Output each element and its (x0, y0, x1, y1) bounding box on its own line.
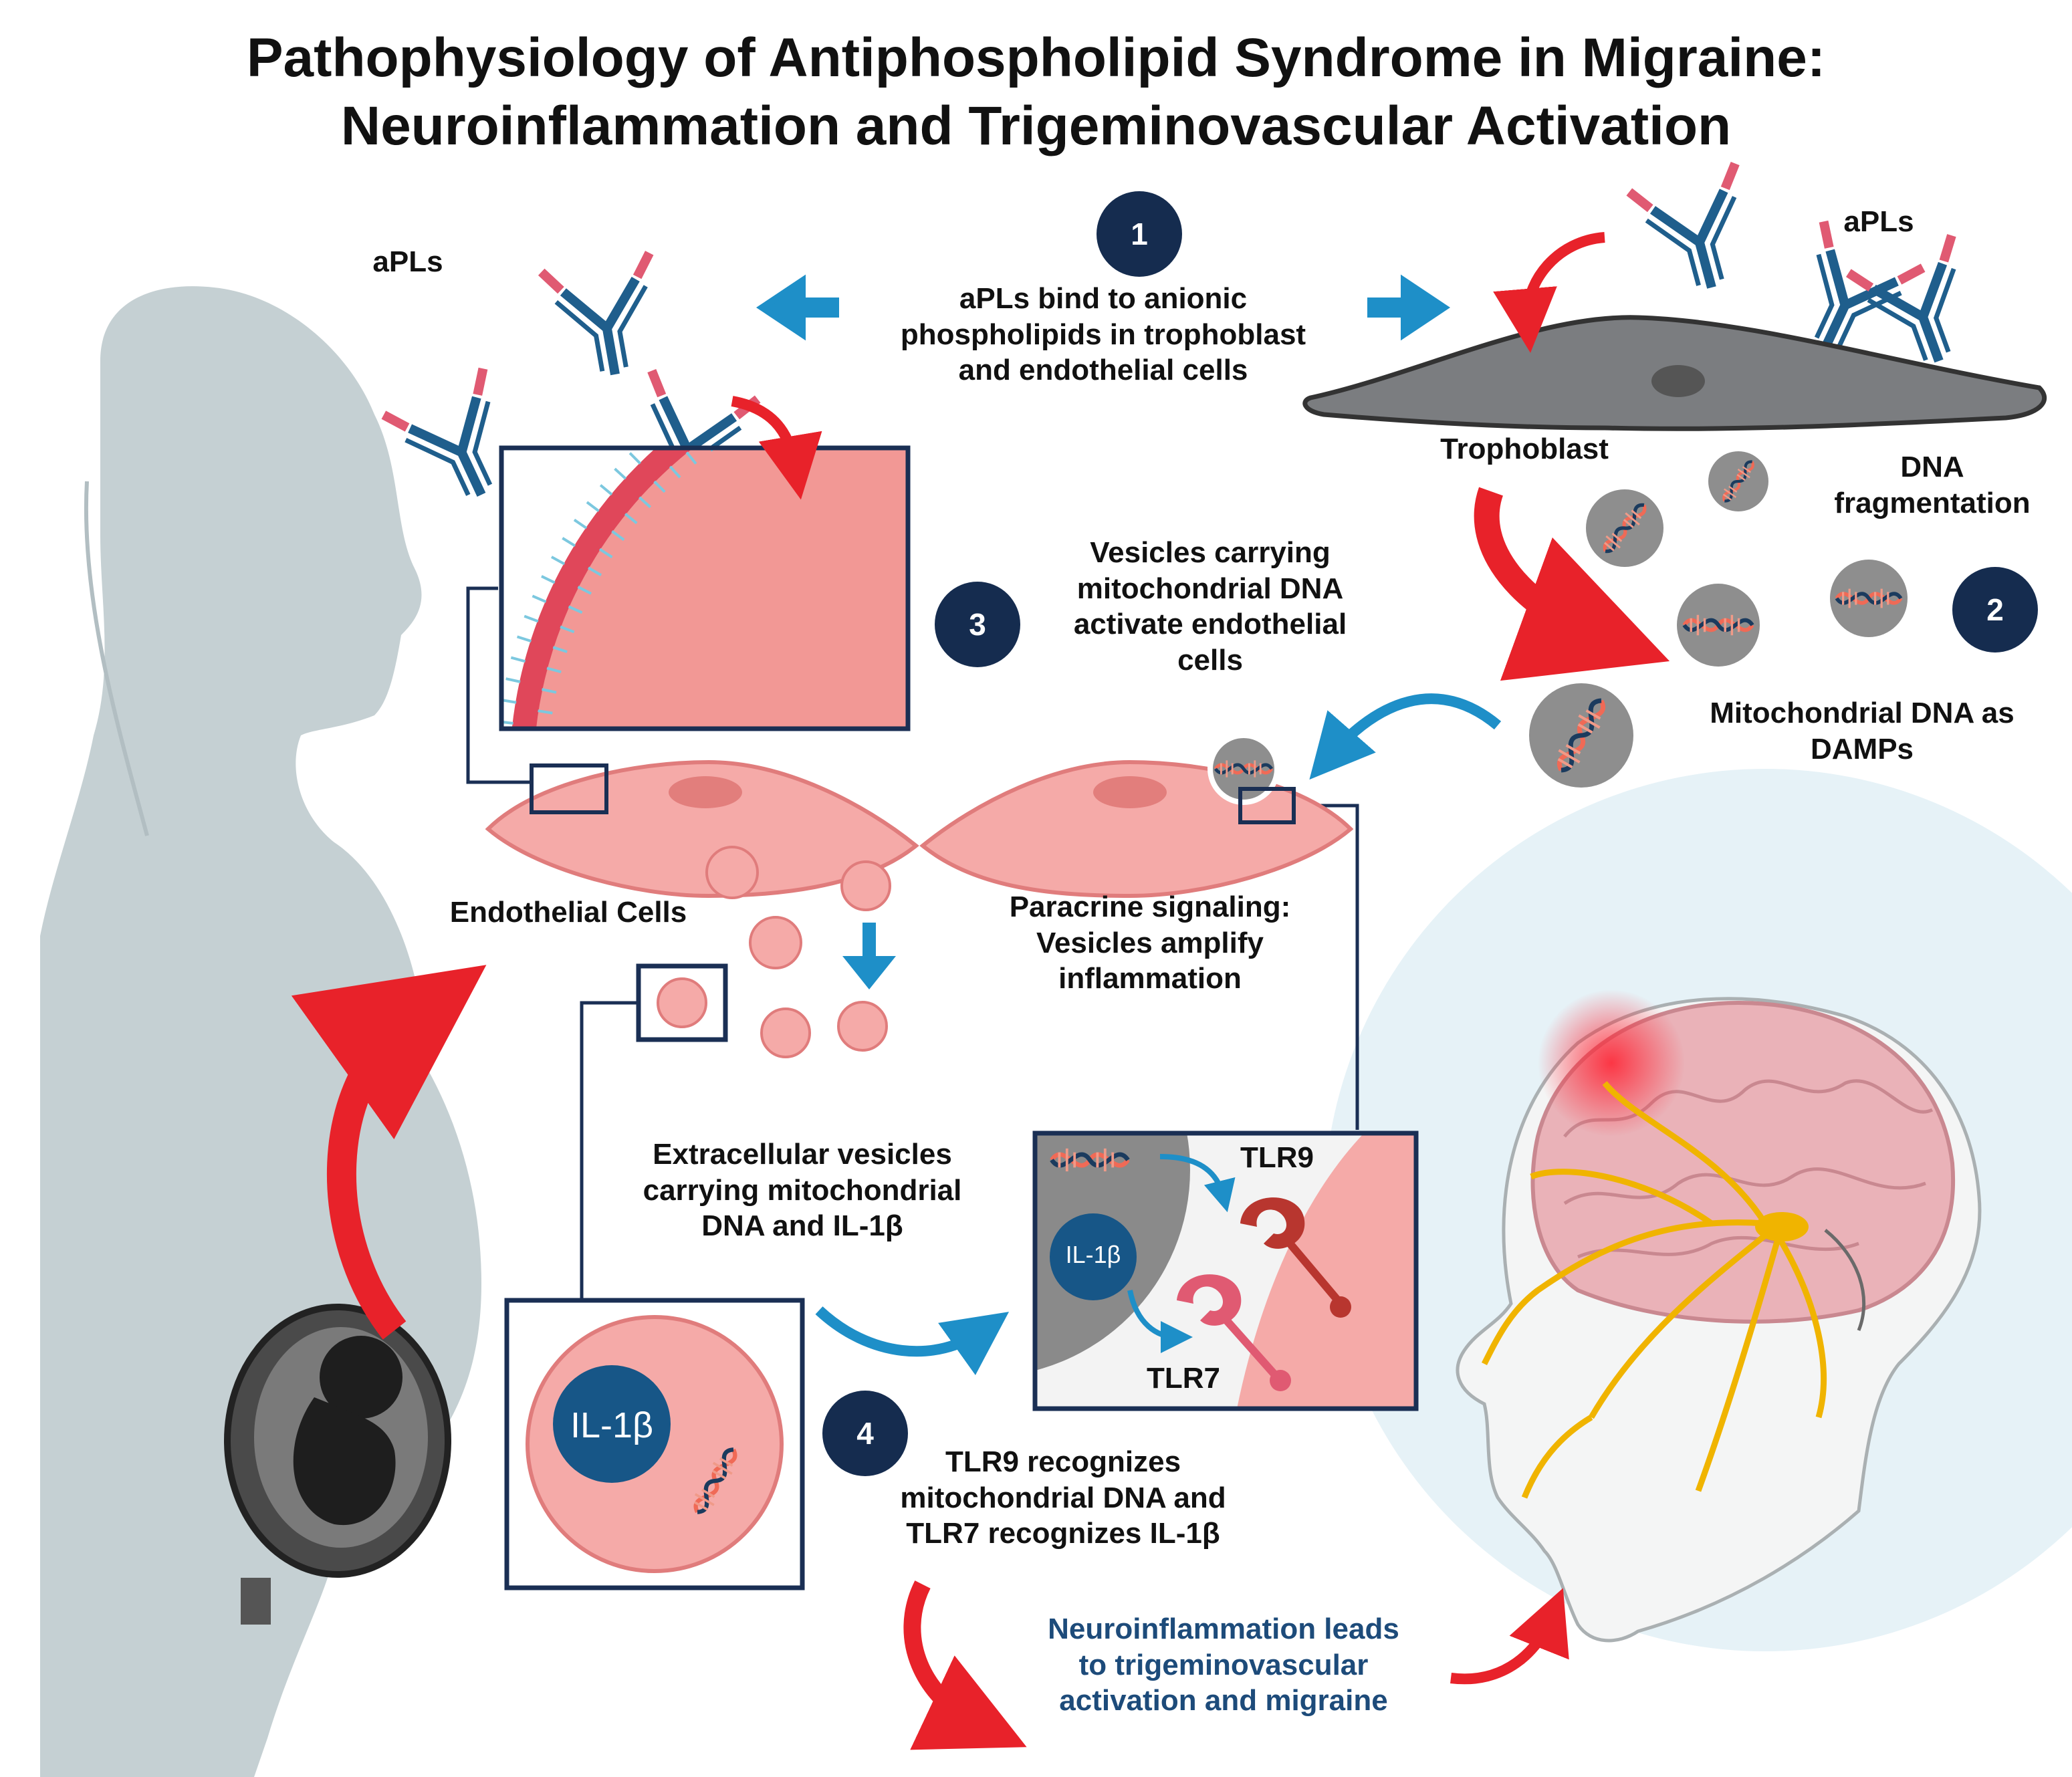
step-1-text: aPLs bind to anionic phospholipids in tr… (900, 282, 1306, 387)
fetus-icon (224, 1304, 451, 1625)
vesicle-detail-box (504, 1298, 805, 1590)
tlr7-label: TLR7 (1147, 1362, 1220, 1395)
endothelial-cell (485, 759, 919, 899)
endothelial-cell (919, 733, 1354, 899)
step-badge-2: 2 (1952, 567, 2038, 653)
apls-left-label: aPLs (372, 245, 443, 278)
step-badge-4: 4 (822, 1391, 908, 1476)
vesicles (636, 846, 891, 1058)
extracellular-vesicles-label: Extracellular vesicles carrying mitochon… (643, 1138, 962, 1243)
trophoblast-label: Trophoblast (1440, 433, 1609, 465)
il1b-large-label: IL-1β (570, 1405, 654, 1445)
dna-fragmentation-label: DNA fragmentation (1834, 451, 2031, 519)
paracrine-label: Paracrine signaling: Vesicles amplify in… (1009, 891, 1291, 995)
brain-icon (1324, 769, 2072, 1651)
tlr9-label: TLR9 (1240, 1141, 1314, 1174)
step-2-text: Mitochondrial DNA as DAMPs (1710, 697, 2015, 765)
tlr-detail-box (1032, 1131, 1419, 1411)
step-badge-3: 3 (935, 582, 1020, 667)
title-line-2: Neuroinflammation and Trigeminovascular … (340, 96, 1732, 156)
red-arrow-icon (291, 965, 487, 1340)
step-3-text: Vesicles carrying mitochondrial DNA acti… (1073, 536, 1347, 677)
title-line-1: Pathophysiology of Antiphospholipid Synd… (246, 27, 1826, 88)
membrane-zoom-box (499, 445, 911, 731)
endothelial-cells-label: Endothelial Cells (449, 896, 687, 929)
conclusion-text: Neuroinflammation leads to trigeminovasc… (1048, 1613, 1399, 1717)
trophoblast-cell (1302, 315, 2047, 431)
apls-right-label: aPLs (1843, 205, 1914, 238)
step-4-text: TLR9 recognizes mitochondrial DNA and TL… (900, 1445, 1226, 1550)
il1b-small-label: IL-1β (1065, 1241, 1121, 1268)
step-badge-1: 1 (1097, 191, 1182, 277)
